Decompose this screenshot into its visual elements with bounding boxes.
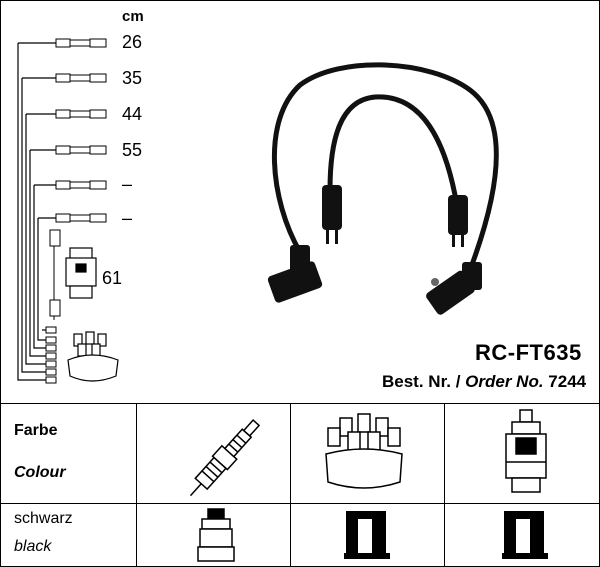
lead-length-5: – (122, 174, 133, 194)
lead-connector-3 (55, 109, 107, 119)
coil-connector-icon (502, 511, 548, 559)
order-label: Order No. (465, 372, 544, 391)
lead-connector-5 (55, 180, 107, 190)
left-boot (267, 245, 323, 303)
small-coil-icon (65, 247, 97, 299)
order-number: 7244 (548, 372, 587, 391)
lead-length-6: – (122, 208, 133, 228)
center-boot-2 (448, 195, 468, 247)
header-en: Colour (14, 464, 66, 481)
cable-set-photo (267, 62, 499, 315)
distributor-cap-icon (325, 413, 403, 489)
order-line: Best. Nr. / Order No. 7244 (382, 372, 586, 392)
color-de: schwarz (14, 510, 73, 527)
lead-connector-2 (55, 73, 107, 83)
ignition-coil-icon (505, 409, 547, 493)
unit-label: cm (122, 8, 144, 25)
lead-schematic (17, 38, 119, 384)
color-en: black (14, 538, 52, 555)
right-boot (426, 262, 482, 315)
lead-length-1: 26 (122, 32, 143, 52)
table-row-divider (0, 503, 600, 504)
header-de: Farbe (14, 422, 58, 439)
plug-connector-icon (197, 508, 235, 562)
lead-length-3: 44 (122, 104, 143, 124)
order-prefix: Best. Nr. / (382, 372, 461, 391)
lead-connector-4 (55, 145, 107, 155)
lead-connector-6 (55, 213, 107, 223)
lead-connector-1 (55, 38, 107, 48)
coil-lead-length: 61 (102, 268, 123, 288)
cap-connector-icon (344, 511, 390, 559)
small-distributor-cap-icon (67, 331, 119, 382)
lead-length-4: 55 (122, 140, 143, 160)
spark-plug-icon (189, 419, 261, 497)
table-top-border (0, 403, 600, 404)
lead-length-2: 35 (122, 68, 143, 88)
product-code: RC-FT635 (475, 340, 582, 365)
center-boot-1 (322, 185, 342, 244)
